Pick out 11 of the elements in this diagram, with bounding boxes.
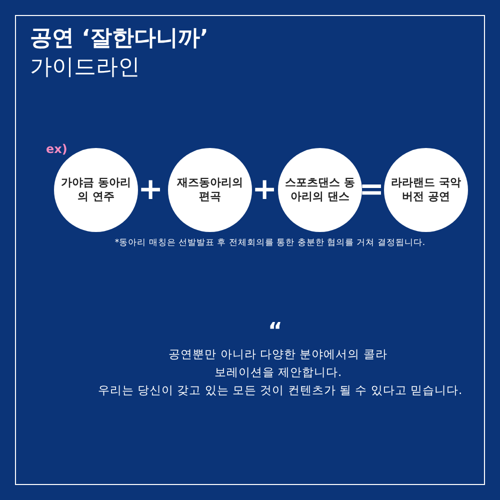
footnote: *동아리 매칭은 선발발표 후 전체회의를 통한 충분한 협의를 거쳐 결정됩니다. <box>114 237 426 249</box>
equals-sign: = <box>359 172 384 208</box>
plus-sign: + <box>138 172 164 208</box>
plus-sign: + <box>252 172 278 208</box>
quote-text: 우리는 당신이 갖고 있는 모든 것이 컨텐츠가 될 수 있다고 믿습니다. <box>96 382 464 399</box>
quote-mark: “ <box>268 320 282 344</box>
title: 공연 ‘잘한다니까’ 가이드라인 <box>30 25 208 82</box>
quote-text: 공연뿐만 아니라 다양한 분야에서의 콜라보레이션을 제안합니다. <box>168 346 388 381</box>
circle-node: 재즈동아리의 편곡 <box>168 148 252 232</box>
circle-node: 스포츠댄스 동아리의 댄스 <box>278 148 362 232</box>
circle-node: 라라랜드 국악버전 공연 <box>384 148 468 232</box>
